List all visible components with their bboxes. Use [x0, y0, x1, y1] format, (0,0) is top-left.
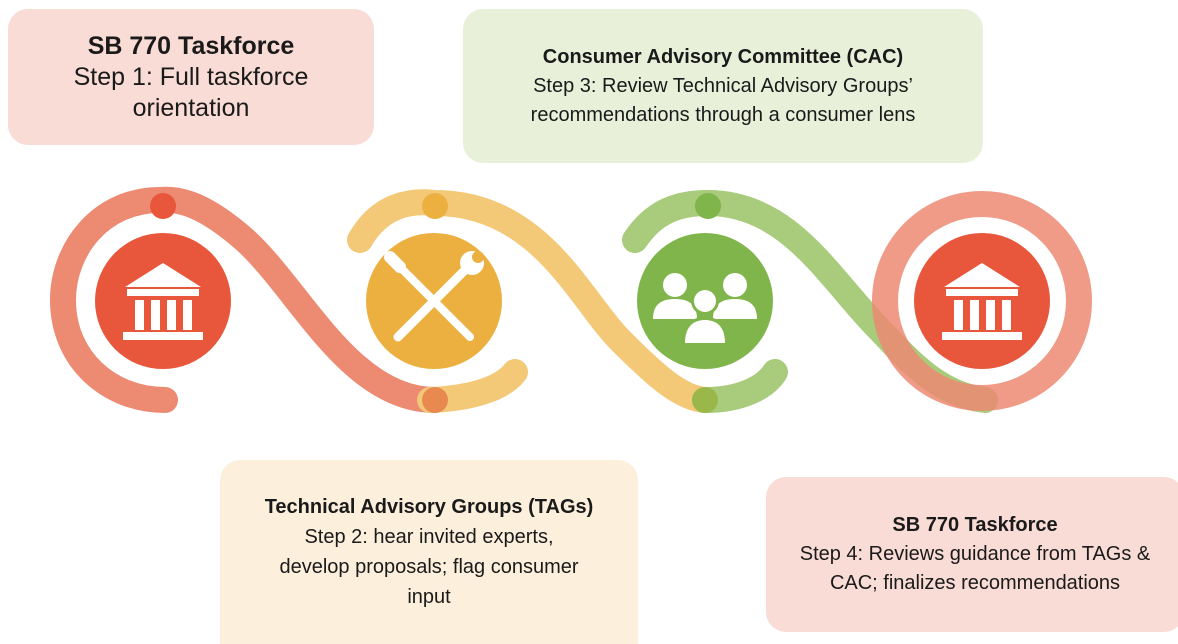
step-4-description: Step 4: Reviews guidance from TAGs & CAC… [799, 543, 1151, 594]
government-building-icon [914, 233, 1050, 369]
step-3-description: Step 3: Review Technical Advisory Groups… [530, 74, 916, 126]
step-4-title: SB 770 Taskforce [892, 514, 1058, 536]
step-1-box: SB 770 Taskforce Step 1: Full taskforce … [8, 9, 374, 145]
government-building-icon [95, 233, 231, 369]
wave-band-yellow [347, 189, 718, 413]
step-4-box: SB 770 Taskforce Step 4: Reviews guidanc… [766, 477, 1178, 632]
wrench-screwdriver-icon [366, 233, 502, 369]
connector-dot [422, 193, 448, 219]
step-2-description: Step 2: hear invited experts, develop pr… [279, 526, 579, 608]
connector-dot [422, 387, 448, 413]
step-3-title: Consumer Advisory Committee (CAC) [542, 45, 904, 68]
step-2-title: Technical Advisory Groups (TAGs) [264, 496, 594, 518]
step-2-box: Technical Advisory Groups (TAGs) Step 2:… [220, 460, 638, 644]
connector-dot [692, 387, 718, 413]
connector-dot [150, 193, 176, 219]
people-group-icon [637, 233, 773, 369]
wave-band-red-right [872, 191, 1092, 411]
step-1-description: Step 1: Full taskforce orientation [73, 62, 309, 122]
connector-dot [695, 193, 721, 219]
step-1-title: SB 770 Taskforce [87, 31, 295, 60]
step-3-box: Consumer Advisory Committee (CAC) Step 3… [463, 9, 983, 163]
